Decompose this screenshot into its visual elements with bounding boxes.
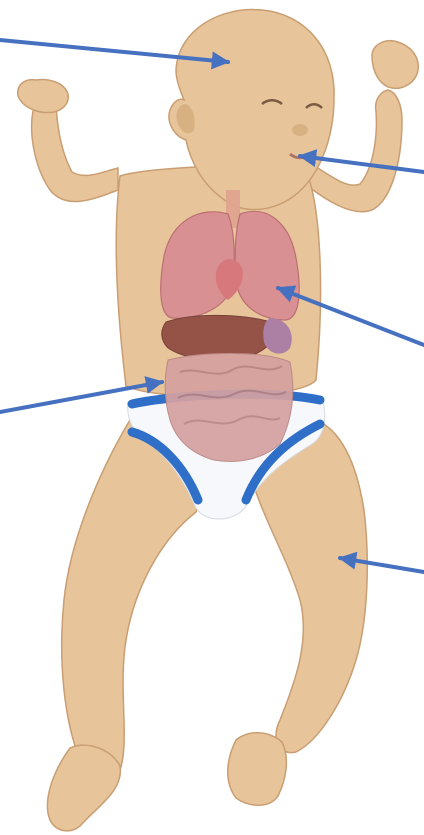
infant-illustration xyxy=(18,10,419,831)
left-fist xyxy=(18,80,69,113)
right-fist xyxy=(372,41,418,89)
nose xyxy=(292,124,308,136)
internal-organs xyxy=(161,190,299,461)
right-foot xyxy=(228,733,287,806)
left-foot xyxy=(47,745,120,831)
